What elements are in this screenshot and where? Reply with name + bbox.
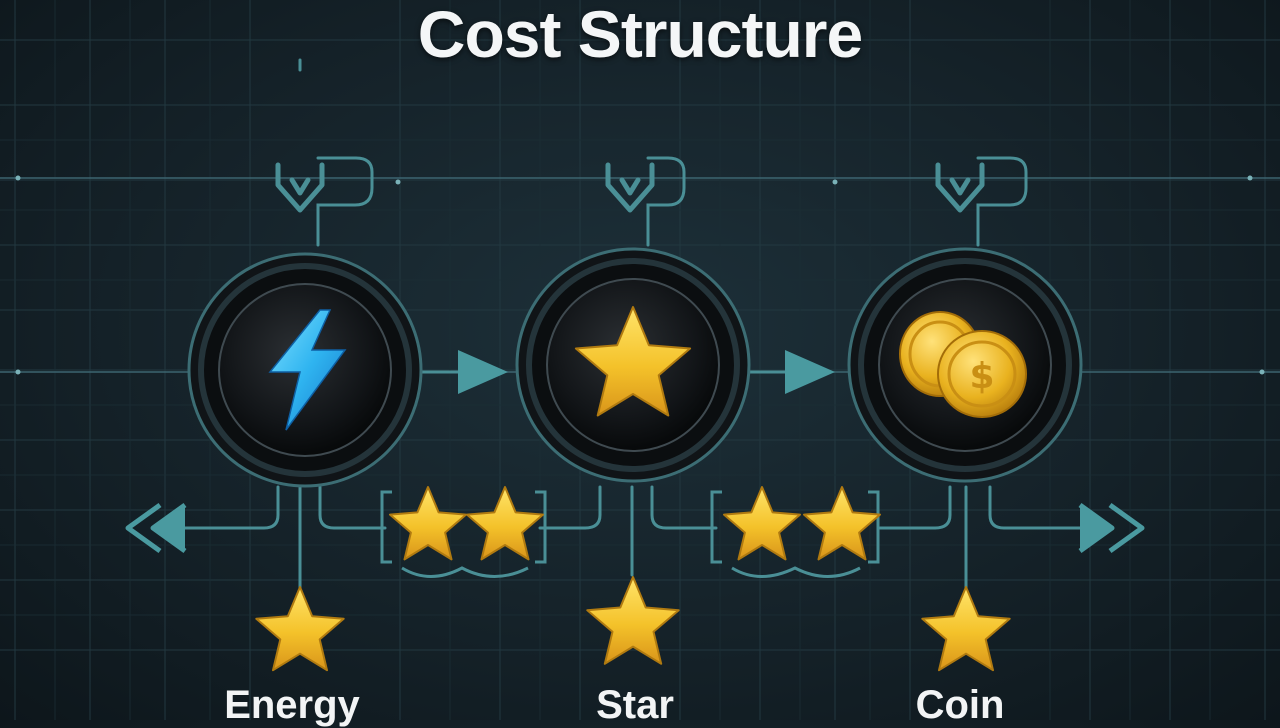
coin-stack-icon: $ — [899, 311, 1027, 418]
stars-layer — [255, 306, 1011, 672]
label-star: Star — [596, 683, 674, 727]
page-title: Cost Structure — [417, 0, 863, 71]
arrow-right-icon — [785, 350, 835, 394]
down-chevron-icon — [275, 162, 325, 213]
connector-lines — [168, 58, 1082, 592]
label-energy: Energy — [224, 683, 360, 727]
star-icon — [466, 486, 544, 561]
node-coin: $ — [847, 247, 1083, 483]
down-chevron-icon — [935, 162, 985, 213]
star-icon — [389, 486, 467, 561]
double-chevron-left-icon — [125, 502, 162, 554]
star-icon — [723, 486, 801, 561]
down-chevron-icon — [605, 162, 655, 213]
lightning-bolt-icon — [268, 309, 347, 431]
star-icon — [574, 306, 692, 417]
svg-text:$: $ — [969, 356, 994, 397]
star-icon — [921, 586, 1011, 672]
star-icon — [255, 586, 345, 672]
double-chevron-right-icon — [1078, 502, 1115, 554]
star-icon — [586, 576, 680, 665]
star-icon — [803, 486, 881, 561]
label-coin: Coin — [915, 683, 1005, 727]
node-energy — [187, 252, 423, 488]
down-chevron-inner-icon — [949, 177, 971, 196]
down-chevron-inner-icon — [619, 177, 641, 196]
arrow-right-icon — [458, 350, 508, 394]
down-chevron-inner-icon — [289, 177, 311, 196]
